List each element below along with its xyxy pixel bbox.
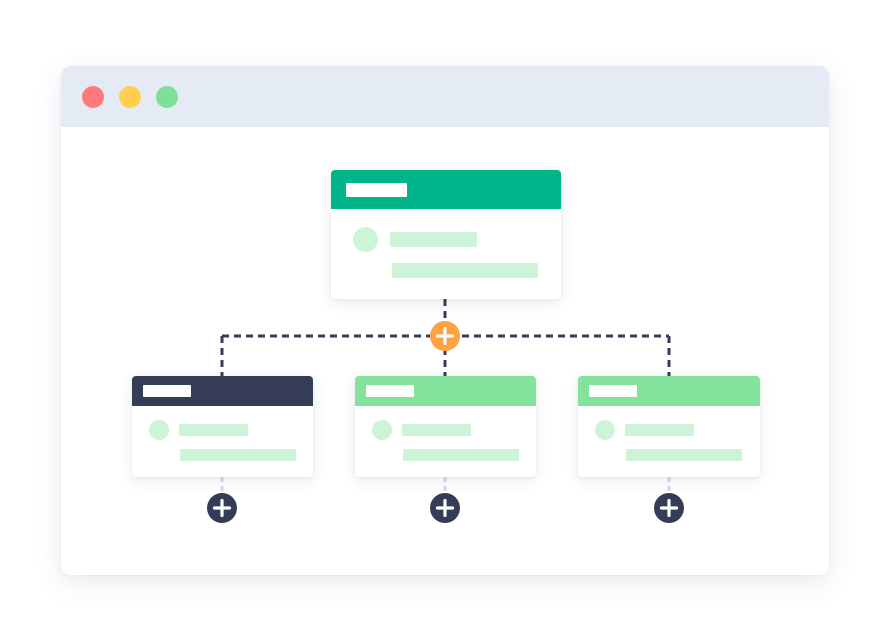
child-node-left-avatar [149, 420, 169, 440]
child-node-right-text-placeholder [625, 424, 694, 436]
child-node-center-subtext-placeholder [403, 449, 519, 461]
root-node-title-placeholder [346, 183, 407, 197]
child-node-left-subtext-placeholder [180, 449, 296, 461]
root-node-subtext-placeholder [392, 263, 538, 278]
child-node-right-title-placeholder [589, 385, 637, 397]
root-node[interactable] [331, 170, 561, 299]
child-node-right-avatar [595, 420, 615, 440]
child-node-right-header [578, 376, 760, 406]
window-titlebar [61, 66, 829, 127]
maximize-dot[interactable] [156, 86, 178, 108]
child-node-center-avatar [372, 420, 392, 440]
plus-icon [435, 326, 455, 346]
plus-icon [212, 498, 232, 518]
child-node-left-text-placeholder [179, 424, 248, 436]
minimize-dot[interactable] [119, 86, 141, 108]
root-node-text-placeholder [390, 232, 477, 247]
add-child-node-button[interactable] [429, 320, 461, 352]
add-node-below-center-button[interactable] [429, 492, 461, 524]
plus-icon [659, 498, 679, 518]
root-node-avatar [353, 227, 378, 252]
child-node-left-header [132, 376, 313, 406]
child-node-left-title-placeholder [143, 385, 191, 397]
plus-icon [435, 498, 455, 518]
child-node-right-subtext-placeholder [626, 449, 742, 461]
add-node-below-right-button[interactable] [653, 492, 685, 524]
root-node-header [331, 170, 561, 209]
child-node-center-header [355, 376, 536, 406]
close-dot[interactable] [82, 86, 104, 108]
child-node-center-text-placeholder [402, 424, 471, 436]
add-node-below-left-button[interactable] [206, 492, 238, 524]
child-node-right[interactable] [578, 376, 760, 477]
child-node-center[interactable] [355, 376, 536, 477]
child-node-center-title-placeholder [366, 385, 414, 397]
child-node-left[interactable] [132, 376, 313, 477]
